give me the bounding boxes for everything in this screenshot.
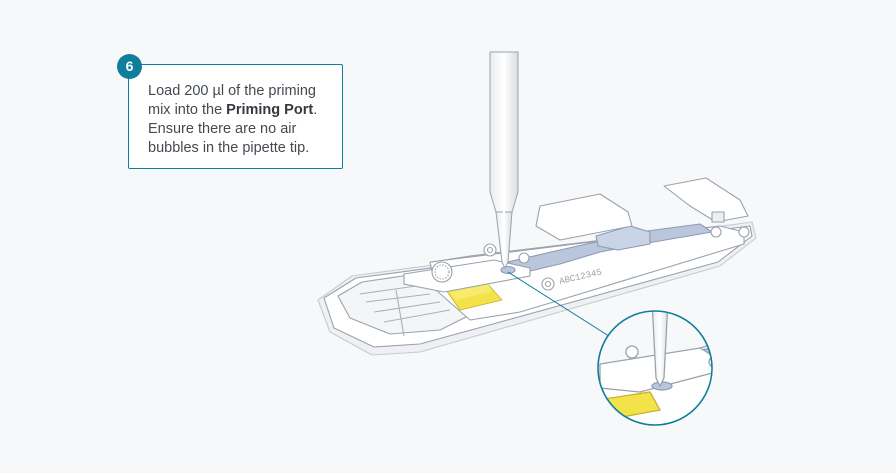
pipette (489, 51, 519, 269)
instruction-callout: Load 200 µl of the priming mix into the … (128, 64, 343, 169)
priming-port-block (403, 259, 531, 293)
zoom-leader-line (507, 271, 613, 339)
priming-port-label: Priming Port (226, 102, 314, 118)
step-number-badge: 6 (117, 54, 142, 79)
zoom-inset (597, 310, 713, 426)
instruction-text-before: Load 200 µl of the priming mix into the (148, 83, 316, 118)
instruction-text-after: . Ensure there are no air bubbles in the… (148, 102, 318, 156)
flow-cell-chip: ABC12345 (429, 177, 750, 321)
